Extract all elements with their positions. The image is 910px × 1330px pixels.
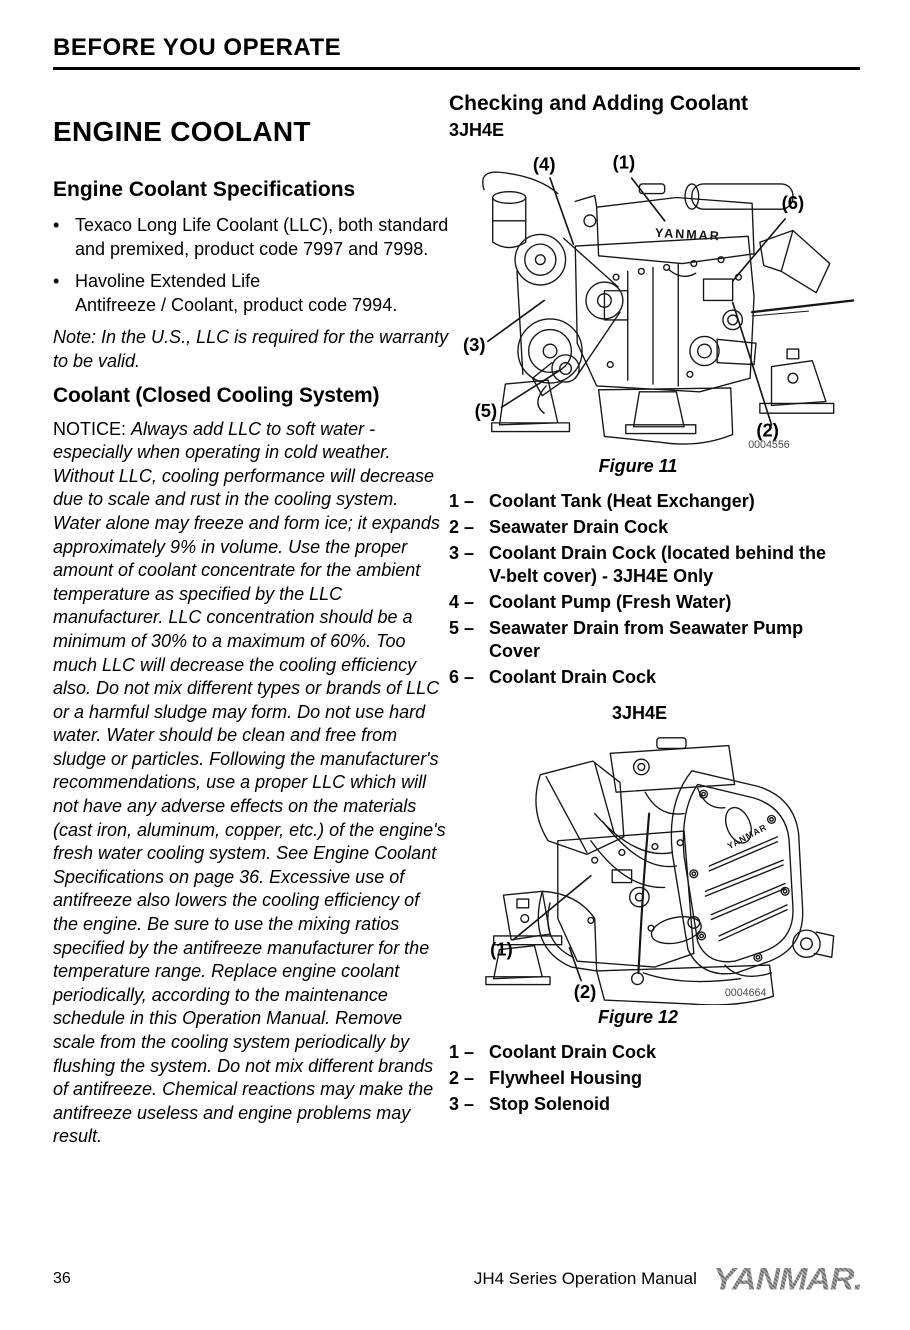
- right-column: Checking and Adding Coolant 3JH4E: [449, 92, 860, 1149]
- figure11-caption: Figure 11: [598, 456, 678, 476]
- figure11-image-code: 0004556: [748, 439, 790, 451]
- figure12-legend: 1 – Coolant Drain Cock 2 – Flywheel Hous…: [449, 1041, 860, 1116]
- note-text: Note: In the U.S., LLC is required for t…: [53, 327, 449, 371]
- legend-item-text: Coolant Pump (Fresh Water): [489, 592, 732, 612]
- figure11-engine-illustration: YANMAR (4) (1) (6) (3) (5) (2) 0004556: [463, 151, 855, 451]
- figure12-engine-illustration: YANMAR (1) (2) 0004664: [485, 737, 835, 1005]
- figure11-callout-5: (5): [475, 400, 498, 421]
- figure11-callout-6: (6): [782, 192, 805, 213]
- figure11-callout-1: (1): [613, 151, 636, 172]
- legend-item-number: 2 –: [449, 1068, 475, 1088]
- spec-item-text: Havoline Extended Life Antifreeze / Cool…: [75, 271, 398, 315]
- chapter-header: BEFORE YOU OPERATE: [53, 34, 860, 70]
- legend-item-number: 3 –: [449, 1094, 475, 1114]
- figure11-legend: 1 – Coolant Tank (Heat Exchanger) 2 – Se…: [449, 490, 860, 689]
- figure12-caption: Figure 12: [597, 1007, 679, 1027]
- legend-item-number: 2 –: [449, 517, 475, 537]
- legend-item-number: 4 –: [449, 592, 475, 612]
- legend-item: 2 – Seawater Drain Cock: [449, 516, 860, 539]
- figure11-callout-3: (3): [463, 334, 486, 355]
- page-title: ENGINE COOLANT: [53, 116, 311, 147]
- legend-item: 4 – Coolant Pump (Fresh Water): [449, 591, 860, 614]
- notice-body: Always add LLC to soft water - especiall…: [53, 418, 446, 1147]
- legend-item-number: 1 –: [449, 491, 475, 511]
- figure12-callout-1: (1): [490, 938, 513, 959]
- specs-heading: Engine Coolant Specifications: [53, 178, 356, 201]
- legend-item-number: 6 –: [449, 667, 475, 687]
- figure11-callout-4: (4): [533, 153, 556, 174]
- list-item: • Texaco Long Life Coolant (LLC), both s…: [53, 214, 449, 261]
- figure11: YANMAR (4) (1) (6) (3) (5) (2) 0004556 F…: [449, 145, 857, 477]
- figure11-callout-2: (2): [756, 419, 779, 440]
- legend-item: 2 – Flywheel Housing: [449, 1067, 860, 1090]
- page-number: 36: [53, 1269, 71, 1287]
- legend-item-number: 5 –: [449, 618, 475, 638]
- legend-item: 3 – Coolant Drain Cock (located behind t…: [449, 542, 860, 588]
- figure12-callout-2: (2): [574, 981, 597, 1002]
- spec-item-text: Texaco Long Life Coolant (LLC), both sta…: [75, 215, 449, 259]
- notice-label: NOTICE:: [53, 418, 127, 439]
- legend-item: 5 – Seawater Drain from Seawater Pump Co…: [449, 617, 860, 663]
- engine-brand-label: YANMAR: [655, 226, 721, 243]
- legend-item-number: 3 –: [449, 543, 475, 563]
- legend-item-text: Flywheel Housing: [489, 1068, 643, 1088]
- legend-item-text: Coolant Tank (Heat Exchanger): [489, 491, 755, 511]
- legend-item: 1 – Coolant Drain Cock: [449, 1041, 860, 1064]
- left-column: ENGINE COOLANT Engine Coolant Specificat…: [53, 92, 449, 1149]
- legend-item: 1 – Coolant Tank (Heat Exchanger): [449, 490, 860, 513]
- yanmar-logo: YANMAR.: [712, 1262, 863, 1298]
- spec-list: • Texaco Long Life Coolant (LLC), both s…: [53, 214, 449, 317]
- figure12: YANMAR (1) (2) 0004664 Figure 12: [449, 728, 857, 1028]
- figure12-model-label: 3JH4E: [611, 703, 668, 723]
- figure12-image-code: 0004664: [725, 987, 767, 999]
- legend-item-text: Seawater Drain from Seawater Pump Cover: [489, 618, 804, 661]
- notice-paragraph: NOTICE: Always add LLC to soft water - e…: [53, 418, 449, 1149]
- list-item: • Havoline Extended Life Antifreeze / Co…: [53, 270, 449, 317]
- legend-item-number: 1 –: [449, 1042, 475, 1062]
- checking-heading: Checking and Adding Coolant: [449, 92, 749, 115]
- legend-item-text: Seawater Drain Cock: [489, 517, 669, 537]
- legend-item-text: Stop Solenoid: [489, 1094, 610, 1114]
- model-label: 3JH4E: [449, 120, 505, 140]
- bullet-icon: •: [53, 215, 60, 235]
- legend-item: 6 – Coolant Drain Cock: [449, 666, 860, 689]
- legend-item-text: Coolant Drain Cock (located behind the V…: [489, 543, 827, 586]
- page-footer: 36 JH4 Series Operation Manual YANMAR.: [53, 1259, 863, 1298]
- legend-item: 3 – Stop Solenoid: [449, 1093, 860, 1116]
- bullet-icon: •: [53, 271, 60, 292]
- coolant-heading: Coolant (Closed Cooling System): [53, 383, 380, 407]
- manual-title: JH4 Series Operation Manual: [473, 1268, 697, 1288]
- legend-item-text: Coolant Drain Cock: [489, 667, 657, 687]
- legend-item-text: Coolant Drain Cock: [489, 1042, 657, 1062]
